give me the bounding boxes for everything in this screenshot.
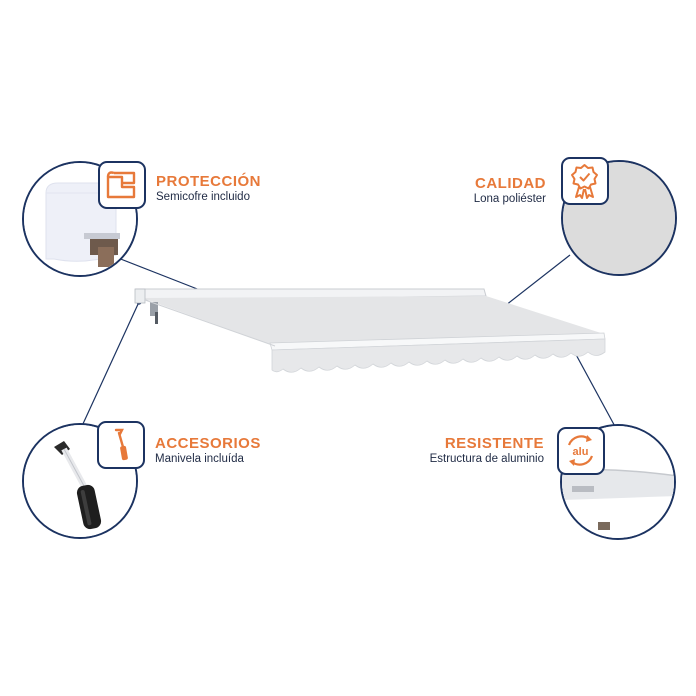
feature-subtitle: Lona poliéster	[473, 193, 546, 205]
feature-proteccion: PROTECCIÓN Semicofre incluido	[156, 173, 261, 205]
badge-calidad	[561, 157, 609, 205]
feature-title: CALIDAD	[475, 175, 546, 192]
feature-resistente: RESISTENTE Estructura de aluminio	[430, 435, 544, 467]
feature-subtitle: Estructura de aluminio	[429, 453, 544, 465]
awning	[134, 288, 606, 373]
feature-calidad: CALIDAD Lona poliéster	[474, 175, 546, 207]
badge-accesorios	[97, 421, 145, 469]
badge-resistente: alu	[557, 427, 605, 475]
alu-icon-label: alu	[573, 446, 589, 458]
feature-title: ACCESORIOS	[155, 435, 261, 452]
feature-subtitle: Semicofre incluido	[156, 191, 250, 203]
feature-title: RESISTENTE	[444, 435, 544, 452]
badge-proteccion	[98, 161, 146, 209]
feature-accesorios: ACCESORIOS Manivela incluída	[155, 435, 261, 467]
feature-title: PROTECCIÓN	[156, 173, 262, 190]
quality-ribbon-icon	[571, 164, 598, 199]
semicofre-icon	[106, 171, 136, 199]
feature-subtitle: Manivela incluída	[155, 453, 244, 465]
alu-recycle-icon: alu	[567, 435, 594, 466]
connector-line-accesorios	[81, 301, 140, 427]
crank-handle-icon	[114, 428, 128, 461]
